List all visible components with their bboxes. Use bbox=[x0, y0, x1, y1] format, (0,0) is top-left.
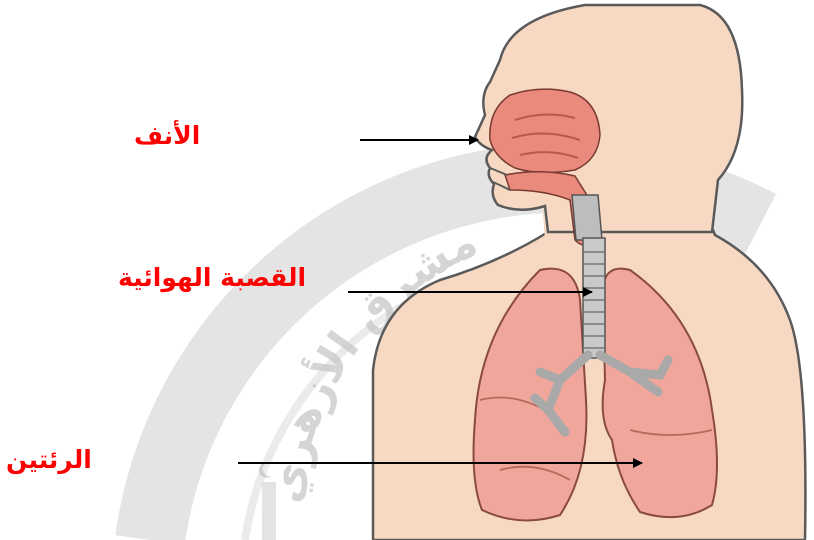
label-nose: الأنف bbox=[134, 123, 200, 148]
label-lungs: الرئتين bbox=[6, 447, 92, 472]
label-trachea: القصبة الهوائية bbox=[118, 265, 306, 290]
nasal-cavity bbox=[490, 89, 600, 172]
trachea-tube bbox=[583, 238, 605, 358]
larynx bbox=[572, 195, 602, 240]
